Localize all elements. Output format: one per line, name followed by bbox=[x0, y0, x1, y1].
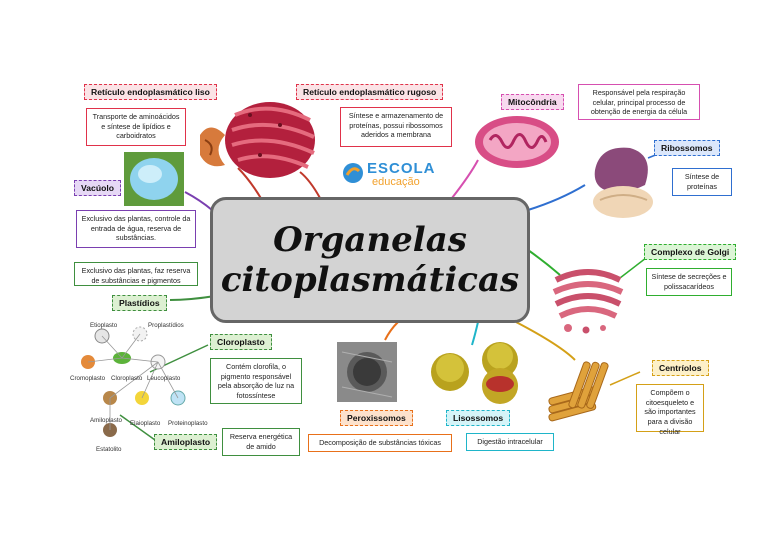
lisossomos-image bbox=[431, 342, 518, 404]
desc-reticulo-liso: Transporte de aminoácidos e síntese de l… bbox=[86, 108, 186, 146]
connector-liso bbox=[471, 321, 479, 346]
desc-peroxissomos: Decomposição de substâncias tóxicas bbox=[308, 434, 452, 452]
desc-plastidios: Exclusivo das plantas, faz reserva de su… bbox=[74, 262, 198, 286]
plastid-leucoplasto: Leucoplasto bbox=[147, 375, 181, 382]
reticulo-endoplasmatico-image bbox=[200, 102, 315, 178]
label-reticulo-liso: Retículo endoplasmático liso bbox=[84, 84, 217, 100]
connector-pointer-centri bbox=[609, 371, 641, 386]
escola-educacao-logo: ESCOLA educação bbox=[342, 160, 452, 190]
connector-pointer-golgi bbox=[619, 257, 647, 279]
desc-ribossomos: Síntese de proteínas bbox=[672, 168, 732, 196]
label-centriolos: Centríolos bbox=[652, 360, 709, 376]
plastid-amiloplasto: Amiloplasto bbox=[90, 417, 122, 424]
desc-mitocondria: Responsável pela respiração celular, pri… bbox=[578, 84, 700, 120]
ribossomo-image bbox=[593, 147, 653, 218]
complexo-golgi-image bbox=[552, 269, 624, 334]
label-lisossomos: Lisossomos bbox=[446, 410, 511, 426]
label-plastidios: Plastídios bbox=[112, 295, 167, 311]
label-peroxissomos: Peroxissomos bbox=[340, 410, 413, 426]
logo-sub: educação bbox=[372, 176, 420, 188]
label-amiloplasto: Amiloplasto bbox=[154, 434, 218, 450]
connector-vac bbox=[184, 191, 213, 211]
title-line-1: Organelas bbox=[273, 220, 467, 260]
plastid-proplastidios: Proplastídios bbox=[148, 322, 184, 329]
connector-pointer-amilo bbox=[119, 414, 156, 441]
plastidios-diagram bbox=[81, 326, 186, 437]
title-line-2: citoplasmáticas bbox=[220, 260, 520, 300]
connector-golgi bbox=[527, 249, 561, 276]
desc-complexo-golgi: Síntese de secreções e polissacarídeos bbox=[646, 268, 732, 296]
label-mitocondria: Mitocôndria bbox=[501, 94, 564, 110]
label-complexo-golgi: Complexo de Golgi bbox=[644, 244, 737, 260]
connector-rer bbox=[299, 171, 321, 199]
logo-name: ESCOLA bbox=[367, 160, 436, 177]
plastid-cromoplasto: Cromoplasto bbox=[70, 375, 106, 382]
connector-ribo bbox=[527, 184, 586, 211]
label-reticulo-rugoso: Retículo endoplasmático rugoso bbox=[296, 84, 444, 100]
plastid-elaioplasto: Elaioplasto bbox=[130, 420, 161, 427]
desc-cloroplasto: Contém clorofila, o pigmento responsável… bbox=[210, 358, 302, 404]
connector-mito bbox=[451, 159, 479, 199]
desc-lisossomos: Digestão intracelular bbox=[466, 433, 554, 451]
connector-rel bbox=[237, 167, 263, 201]
plastid-estatolito: Estatolito bbox=[96, 446, 122, 453]
desc-amiloplasto: Reserva energética de amido bbox=[222, 428, 300, 456]
desc-vacuolo: Exclusivo das plantas, controle da entra… bbox=[76, 210, 196, 248]
connector-centri bbox=[515, 321, 576, 361]
label-vacuolo: Vacúolo bbox=[74, 180, 121, 196]
desc-reticulo-rugoso: Síntese e armazenamento de proteínas, po… bbox=[340, 107, 452, 147]
desc-centriolos: Compõem o citoesqueleto e são importante… bbox=[636, 384, 704, 436]
peroxissomo-image bbox=[337, 342, 397, 402]
central-title-box: Organelas citoplasmáticas bbox=[210, 197, 530, 323]
plastid-etioplasto: Etioplasto bbox=[90, 322, 118, 329]
logo-icon bbox=[343, 163, 363, 183]
centriolos-image bbox=[548, 361, 609, 422]
plastid-proteinoplasto: Proteinoplasto bbox=[168, 420, 208, 427]
connector-perox bbox=[384, 321, 399, 341]
connector-plast bbox=[169, 295, 216, 301]
vacuolo-image bbox=[124, 152, 184, 206]
label-ribossomos: Ribossomos bbox=[654, 140, 720, 156]
label-cloroplasto: Cloroplasto bbox=[210, 334, 272, 350]
mitocondria-image bbox=[475, 116, 559, 168]
plastid-cloroplasto: Cloroplasto bbox=[111, 375, 143, 382]
